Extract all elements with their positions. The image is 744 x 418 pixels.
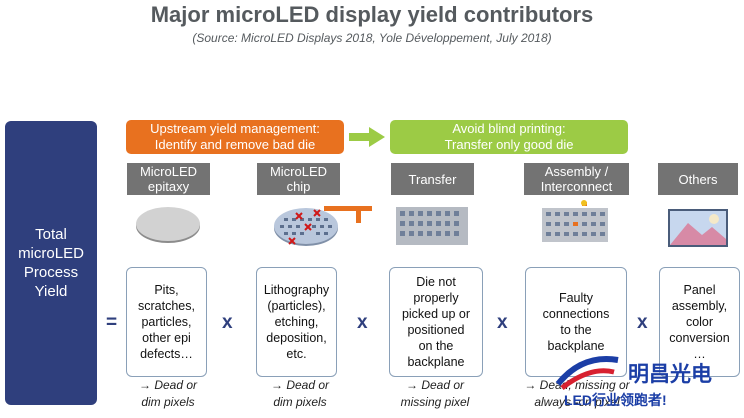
watermark-logo-icon bbox=[555, 356, 619, 390]
contributor-box-others: Panel assembly, color conversion … bbox=[659, 267, 740, 377]
total-yield-box: Total microLED Process Yield bbox=[5, 121, 97, 405]
blind-printing-banner: Avoid blind printing: Transfer only good… bbox=[390, 120, 628, 154]
contributor-text: Lithography (particles), etching, deposi… bbox=[263, 283, 330, 361]
multiply-sign: x bbox=[357, 312, 368, 333]
page-subtitle: (Source: MicroLED Displays 2018, Yole Dé… bbox=[192, 31, 552, 45]
stage-assembly: Assembly / Interconnect bbox=[524, 163, 629, 195]
defective-wafer-icon bbox=[274, 206, 372, 246]
contributor-box-chip: Lithography (particles), etching, deposi… bbox=[256, 267, 337, 377]
upstream-banner: Upstream yield management: Identify and … bbox=[126, 120, 344, 154]
page-title: Major microLED display yield contributor… bbox=[150, 2, 594, 27]
stage-epitaxy: MicroLED epitaxy bbox=[127, 163, 210, 195]
result-text: → Dead or dim pixels bbox=[138, 378, 198, 409]
wafer-icon bbox=[136, 207, 200, 243]
multiply-sign: x bbox=[497, 312, 508, 333]
multiply-sign: x bbox=[637, 312, 648, 333]
stage-transfer: Transfer bbox=[391, 163, 474, 195]
contributor-box-epitaxy: Pits, scratches, particles, other epi de… bbox=[126, 267, 207, 377]
contributor-text: Faulty connections to the backplane bbox=[542, 291, 610, 353]
stage-label: Transfer bbox=[408, 171, 457, 187]
display-panel-icon bbox=[668, 209, 728, 247]
stage-chip: MicroLED chip bbox=[257, 163, 340, 195]
result-text: → Dead, missing or always -on pixel bbox=[524, 378, 630, 409]
stage-label: MicroLED chip bbox=[269, 164, 328, 194]
stage-label: Others bbox=[678, 171, 718, 187]
contributor-box-transfer: Die not properly picked up or positioned… bbox=[389, 267, 483, 377]
contributor-text: Panel assembly, color conversion … bbox=[669, 283, 730, 361]
stage-label: Assembly / Interconnect bbox=[540, 164, 613, 194]
transfer-grid-icon bbox=[396, 207, 468, 245]
total-yield-label: Total microLED Process Yield bbox=[18, 226, 84, 300]
multiply-sign: x bbox=[222, 312, 233, 333]
result-text: → Dead or missing pixel bbox=[400, 378, 470, 409]
backplane-icon bbox=[542, 200, 608, 242]
upstream-banner-label: Upstream yield management: Identify and … bbox=[150, 121, 320, 152]
stage-others: Others bbox=[658, 163, 738, 195]
blind-printing-banner-label: Avoid blind printing: Transfer only good… bbox=[444, 121, 574, 152]
equals-sign: = bbox=[106, 312, 118, 333]
stage-label: MicroLED epitaxy bbox=[139, 164, 198, 194]
watermark-slogan: LED行业领跑者! bbox=[564, 392, 667, 408]
contributor-text: Die not properly picked up or positioned… bbox=[401, 275, 471, 369]
watermark-brand: 明昌光电 bbox=[628, 363, 712, 386]
result-text: → Dead or dim pixels bbox=[270, 378, 330, 409]
contributor-text: Pits, scratches, particles, other epi de… bbox=[138, 283, 195, 361]
right-arrow-icon bbox=[349, 127, 385, 147]
